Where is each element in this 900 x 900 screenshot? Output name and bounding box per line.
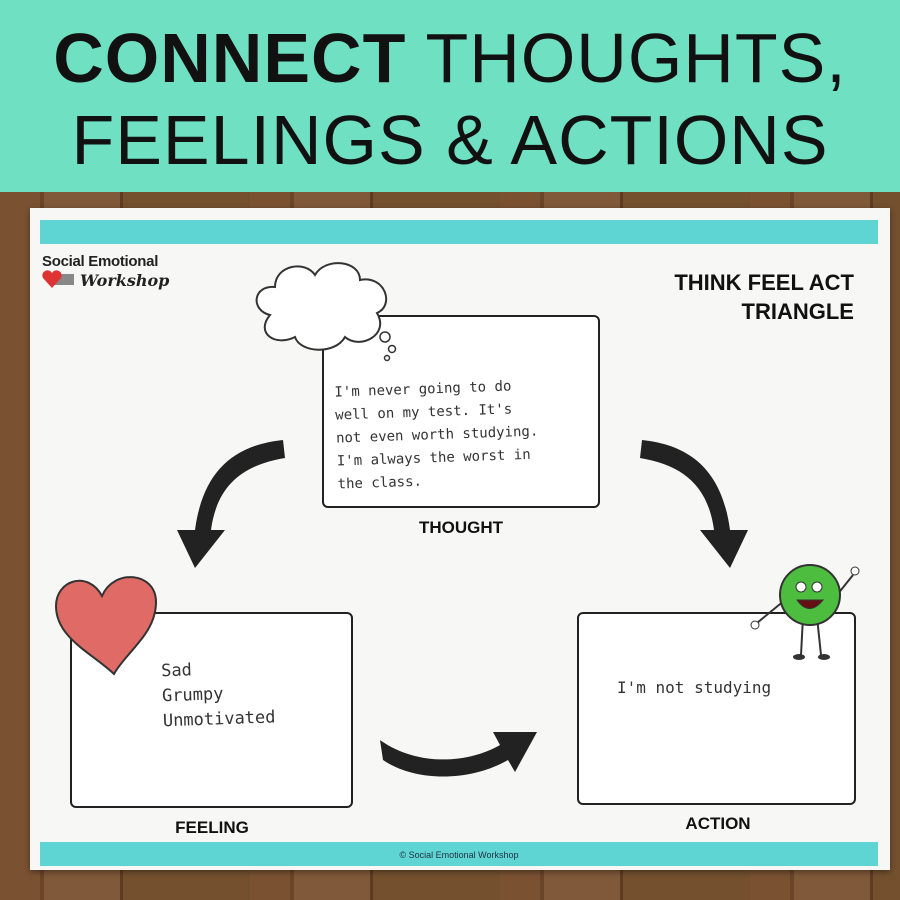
banner-line-2: FEELINGS & ACTIONS xyxy=(71,101,829,179)
banner: CONNECT THOUGHTS, FEELINGS & ACTIONS xyxy=(0,0,900,192)
title-line-1: THINK FEEL ACT xyxy=(674,270,854,295)
arrow-feeling-to-action-icon xyxy=(380,732,537,777)
banner-line-1: CONNECT THOUGHTS, xyxy=(0,18,900,98)
worksheet-title: THINK FEEL ACT TRIANGLE xyxy=(674,268,854,326)
logo-line-1: Social Emotional xyxy=(42,253,159,270)
top-strip xyxy=(40,220,878,244)
heart-icon xyxy=(54,576,158,676)
arrow-thought-to-feeling-icon xyxy=(177,440,285,568)
thought-label: THOUGHT xyxy=(418,518,504,537)
thought-cloud-icon xyxy=(255,262,397,362)
logo: Social Emotional Workshop xyxy=(42,253,169,290)
action-label: ACTION xyxy=(685,814,751,833)
action-text: I'm not studying xyxy=(617,678,772,697)
heart-chat-icon xyxy=(42,270,74,288)
banner-text: THOUGHTS, xyxy=(406,19,847,97)
action-box: I'm not studying xyxy=(577,612,856,805)
title-line-2: TRIANGLE xyxy=(741,299,854,324)
worksheet: Social Emotional Workshop THINK FEEL ACT… xyxy=(30,208,890,870)
banner-bold-text: CONNECT xyxy=(53,19,407,97)
logo-line-2: Workshop xyxy=(80,270,170,290)
arrow-thought-to-action-icon xyxy=(640,440,748,568)
green-character-icon xyxy=(750,564,860,660)
feeling-label: FEELING xyxy=(175,818,249,837)
footer-strip: © Social Emotional Workshop xyxy=(40,842,878,866)
